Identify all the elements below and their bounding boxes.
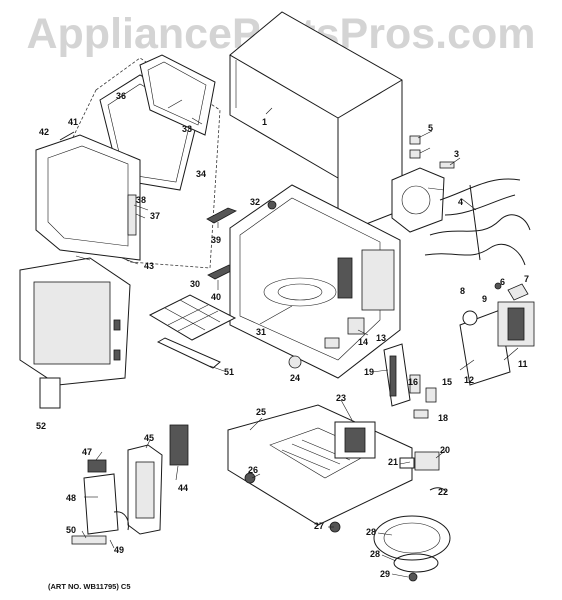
callout-label: 15 — [442, 377, 453, 387]
callout-label: 44 — [178, 483, 189, 493]
callout-label: 22 — [438, 487, 449, 497]
callout-label: 26 — [248, 465, 259, 475]
callout-label: 12 — [464, 375, 475, 385]
turntable-part — [373, 515, 451, 582]
switch-part — [409, 135, 421, 145]
callout-label: 20 — [440, 445, 451, 455]
callout-label: 36 — [116, 91, 127, 101]
panel-parts — [71, 459, 129, 545]
callout-label: 8 — [460, 286, 466, 296]
callout-label: 33 — [182, 124, 193, 134]
callout-label: 19 — [364, 367, 375, 377]
capacitor-part — [399, 451, 440, 471]
callout-label: 1 — [262, 117, 268, 127]
callout-label: 48 — [66, 493, 77, 503]
strip-part — [156, 337, 221, 369]
callout-label: 42 — [39, 127, 50, 137]
control-board-part — [383, 343, 411, 407]
shelf-rack-part — [148, 294, 237, 341]
diode-part — [429, 487, 447, 493]
callout-label: 5 — [428, 123, 434, 133]
callout-label: 39 — [211, 235, 222, 245]
callout-label: 3 — [454, 149, 460, 159]
switch-part-2 — [409, 149, 421, 159]
leader-lines — [75, 99, 519, 578]
fan-motor-part — [391, 167, 445, 233]
callout-label: 43 — [144, 261, 155, 271]
callout-label: 24 — [290, 373, 301, 383]
callout-label: 37 — [150, 211, 161, 221]
callout-label: 7 — [524, 274, 530, 284]
callout-label: 52 — [36, 421, 47, 431]
callout-label: 51 — [224, 367, 235, 377]
callout-label: 13 — [376, 333, 387, 343]
callout-label: 49 — [114, 545, 125, 555]
callout-label: 6 — [500, 277, 506, 287]
callout-label: 29 — [380, 569, 391, 579]
callout-label: 28 — [366, 527, 377, 537]
callout-label: 27 — [314, 521, 325, 531]
callout-label: 38 — [136, 195, 147, 205]
callout-label: 23 — [336, 393, 347, 403]
door-panel-part — [19, 257, 131, 386]
bracket-part-9 — [507, 283, 529, 301]
callout-label: 14 — [358, 337, 369, 347]
foot-part — [244, 472, 256, 484]
callout-label: 40 — [211, 292, 222, 302]
callout-label: 32 — [250, 197, 261, 207]
callout-label: 21 — [388, 457, 399, 467]
light-part — [347, 317, 365, 335]
art-number-caption: (ART NO. WB11795) C5 — [48, 582, 131, 591]
callout-label: 41 — [68, 117, 79, 127]
manual-part — [39, 377, 61, 409]
callout-label: 4 — [458, 197, 464, 207]
callout-label: 34 — [196, 169, 207, 179]
callout-label: 28 — [370, 549, 381, 559]
sensor-part — [288, 355, 302, 369]
callout-label: 47 — [82, 447, 93, 457]
callout-label: 30 — [190, 279, 201, 289]
screw-part — [267, 200, 277, 210]
callout-label: 11 — [518, 359, 528, 369]
callout-label: 18 — [438, 413, 449, 423]
transformer-part — [459, 301, 535, 386]
control-panel-part — [127, 424, 189, 535]
callout-label: 25 — [256, 407, 267, 417]
wire-harness-part — [424, 178, 531, 266]
door-assembly-group — [35, 54, 221, 269]
hv-transformer-part — [334, 421, 376, 459]
callout-label: 31 — [256, 327, 267, 337]
callout-label: 50 — [66, 525, 77, 535]
callout-label: 9 — [482, 294, 488, 304]
callout-label: 45 — [144, 433, 155, 443]
fuse-part — [439, 161, 455, 169]
callout-label: 16 — [408, 377, 419, 387]
